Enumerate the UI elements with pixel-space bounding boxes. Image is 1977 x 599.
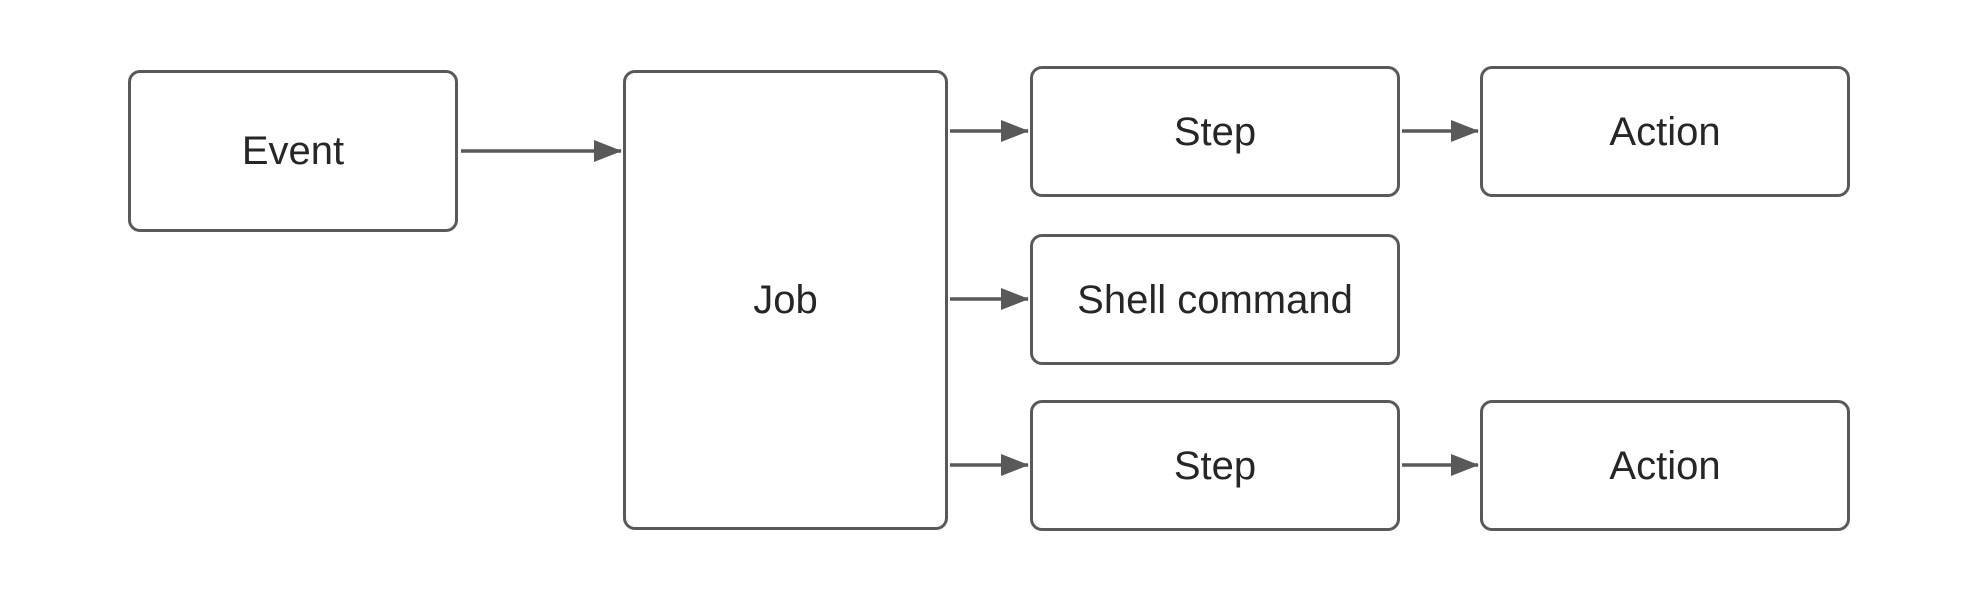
step-node-top: Step [1030,66,1400,197]
event-node: Event [128,70,458,232]
step-node-bottom: Step [1030,400,1400,531]
action-node-top: Action [1480,66,1850,197]
job-node: Job [623,70,948,530]
action-node-bottom: Action [1480,400,1850,531]
shell-command-node: Shell command [1030,234,1400,365]
